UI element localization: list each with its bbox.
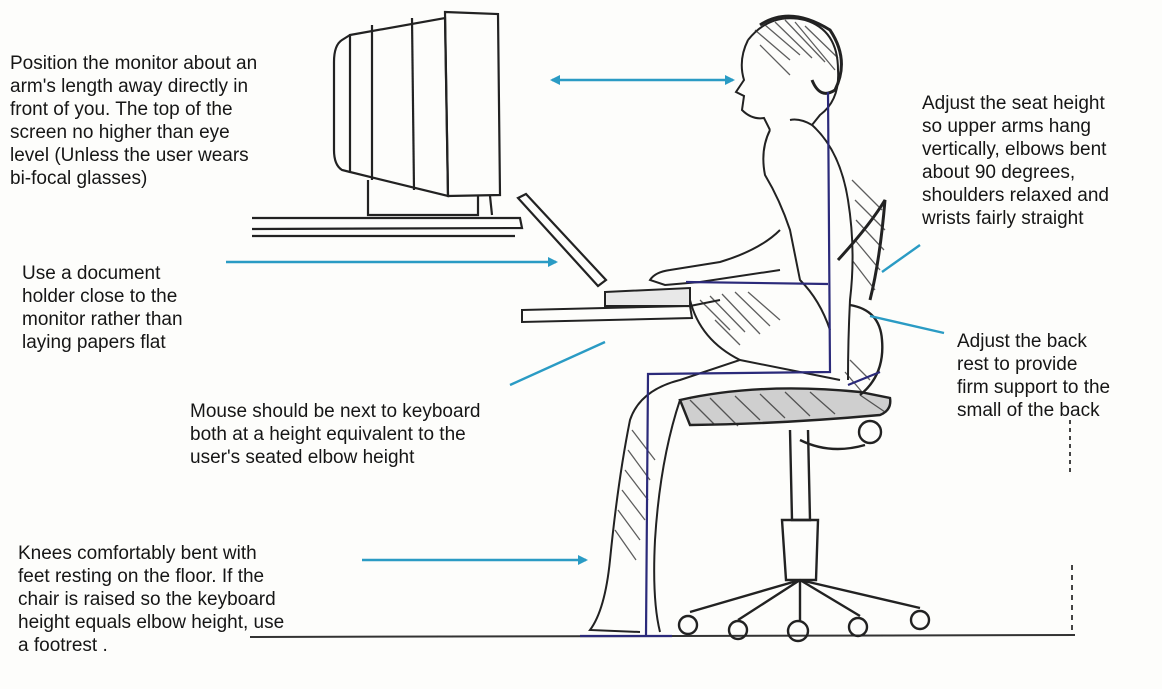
seated-person-drawing [590,16,853,632]
seat-height-note: Adjust the seat height so upper arms han… [922,92,1162,230]
document-holder-note: Use a document holder close to the monit… [22,262,252,354]
arrow-seat-height [882,245,920,272]
monitor-position-note: Position the monitor about an arm's leng… [10,52,330,190]
mouse-position-note: Mouse should be next to keyboard both at… [190,400,580,469]
desk-drawing [522,288,720,322]
back-rest-note: Adjust the back rest to provide firm sup… [957,330,1157,422]
arrow-mouse [510,342,605,385]
document-holder-drawing [518,194,606,286]
knees-footrest-note: Knees comfortably bent with feet resting… [18,542,358,657]
